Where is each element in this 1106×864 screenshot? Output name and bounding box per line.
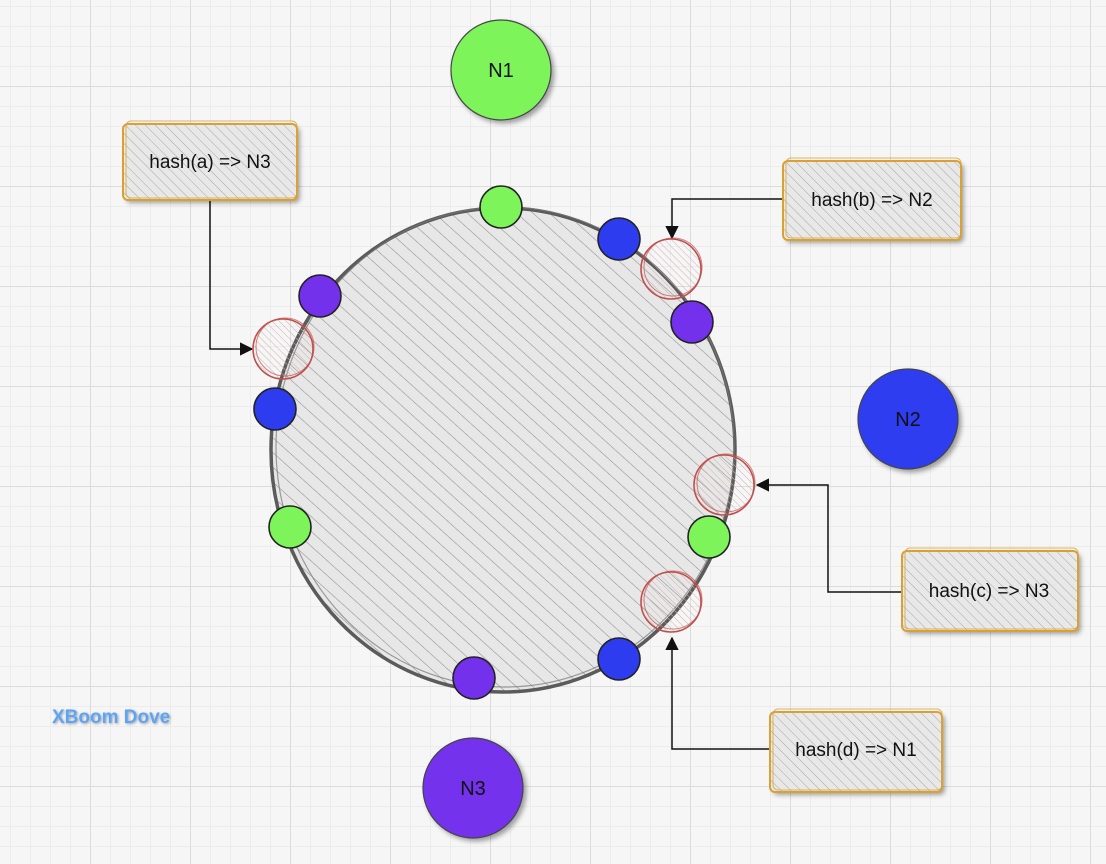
- arrow-hash-b: [665, 198, 783, 240]
- physical-node-n3: N3: [422, 737, 524, 839]
- hash-ring: [269, 206, 737, 694]
- virtual-node-n3-bottom: [452, 656, 496, 700]
- hash-box-c: hash(c) => N3: [901, 547, 1079, 632]
- key-marker-d: [640, 570, 703, 633]
- hash-box-b: hash(b) => N2: [782, 157, 962, 241]
- hash-box-d: hash(d) => N1: [769, 708, 943, 793]
- virtual-node-n1-left: [268, 505, 312, 549]
- arrow-hash-a: [209, 200, 254, 356]
- hash-box-a-label: hash(a) => N3: [149, 152, 270, 173]
- arrows: [209, 198, 902, 750]
- virtual-node-n2-top: [597, 217, 641, 261]
- physical-node-n1: N1: [450, 19, 552, 121]
- node-n1-label: N1: [488, 60, 514, 82]
- hash-box-c-label: hash(c) => N3: [929, 581, 1049, 602]
- node-n3-label: N3: [460, 778, 486, 800]
- arrow-hash-d: [665, 636, 770, 750]
- arrow-hash-c: [755, 478, 902, 593]
- virtual-node-n1-top: [479, 185, 523, 229]
- watermark-text: XBoom Dove: [52, 707, 170, 728]
- virtual-nodes: [253, 185, 731, 700]
- node-n2-label: N2: [895, 409, 921, 431]
- hash-box-a: hash(a) => N3: [122, 120, 298, 201]
- virtual-node-n2-bottom: [597, 637, 641, 681]
- physical-node-n2: N2: [857, 368, 959, 470]
- key-markers: [252, 237, 756, 633]
- hash-box-d-label: hash(d) => N1: [795, 740, 916, 761]
- virtual-node-n1-right: [687, 515, 731, 559]
- hash-box-b-label: hash(b) => N2: [811, 190, 932, 211]
- key-marker-c: [693, 453, 756, 516]
- key-marker-a: [252, 317, 315, 380]
- key-marker-b: [640, 237, 703, 300]
- virtual-node-n3-right: [670, 300, 714, 344]
- virtual-node-n3-left: [298, 274, 342, 318]
- virtual-node-n2-left: [253, 387, 297, 431]
